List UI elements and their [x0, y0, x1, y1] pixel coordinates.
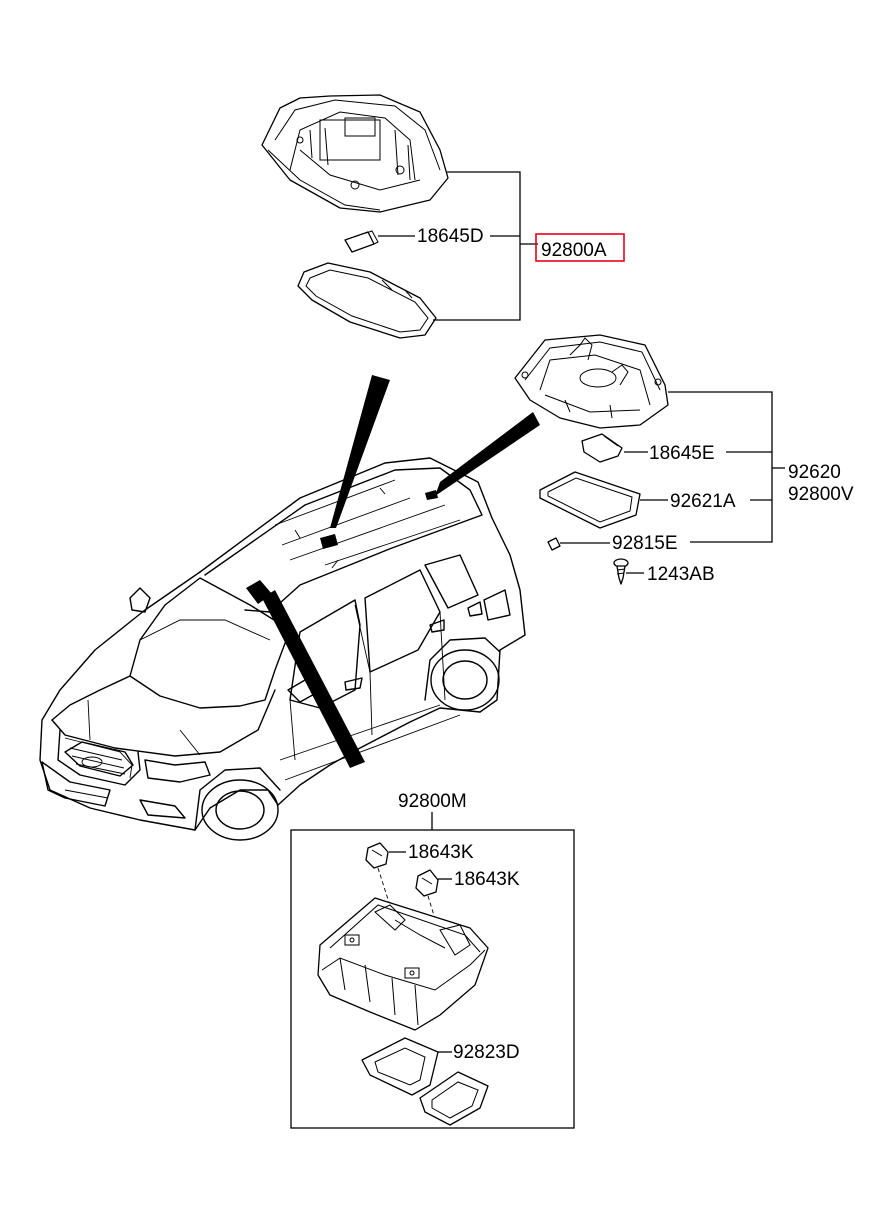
clip-92815E[interactable]: [547, 537, 561, 551]
label-92815E: 92815E: [612, 533, 678, 554]
highlight-box-92800A: [535, 233, 625, 262]
label-92620[interactable]: 92620: [788, 462, 841, 483]
label-92800A[interactable]: 92800A: [541, 240, 607, 261]
bulb-18643K-right[interactable]: [415, 869, 439, 897]
pointer-front-lamp: [320, 375, 390, 549]
bulb-18643K-left[interactable]: [365, 842, 389, 869]
label-92800M[interactable]: 92800M: [398, 791, 467, 812]
label-18645D: 18645D: [417, 226, 484, 247]
label-18643K-1: 18643K: [408, 842, 474, 863]
lens-92621A[interactable]: [539, 471, 641, 529]
label-92800V[interactable]: 92800V: [788, 484, 854, 505]
overhead-console-housing[interactable]: [317, 897, 489, 1031]
vehicle-suv: [39, 457, 526, 841]
pointer-rear-lamp: [425, 412, 540, 500]
label-18643K-2: 18643K: [454, 869, 520, 890]
label-1243AB: 1243AB: [647, 564, 715, 585]
bulb-18645D[interactable]: [344, 230, 379, 253]
pointer-overhead-console: [246, 580, 365, 768]
front-map-lamp-housing[interactable]: [261, 94, 449, 213]
bulb-18645E[interactable]: [581, 433, 623, 463]
room-lamp-housing[interactable]: [514, 334, 669, 429]
label-92621A: 92621A: [670, 491, 736, 512]
lens-92800A[interactable]: [297, 262, 437, 339]
label-92823D: 92823D: [453, 1042, 520, 1063]
bezel-92823D-left[interactable]: [361, 1037, 439, 1096]
screw-1243AB[interactable]: [613, 558, 629, 585]
label-18645E: 18645E: [649, 443, 715, 464]
bezel-92823D-right[interactable]: [419, 1071, 489, 1126]
assembly-box-92800M: [290, 829, 575, 1129]
